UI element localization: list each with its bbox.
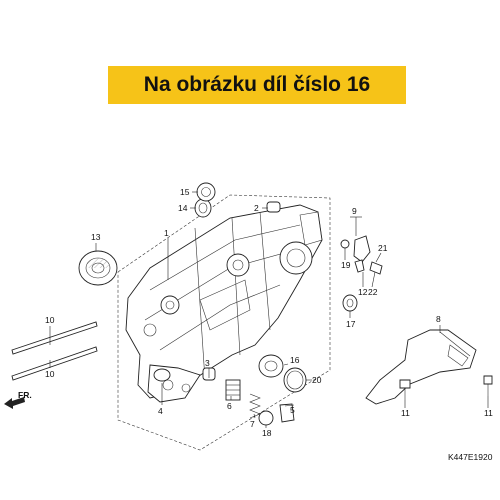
sensor-assembly	[340, 235, 383, 275]
callout-13: 13	[91, 232, 101, 242]
o-ring-20	[283, 367, 307, 393]
front-direction-indicator: FR.	[4, 390, 32, 409]
callout-11-left: 11	[401, 408, 410, 418]
callout-16: 16	[290, 355, 300, 365]
stud-bolts-10	[11, 321, 98, 381]
callout-1: 1	[164, 228, 169, 238]
highlight-banner: Na obrázku díl číslo 16	[108, 66, 406, 104]
callout-14: 14	[178, 203, 188, 213]
bearing-14	[194, 198, 212, 218]
bolt-11-left	[399, 379, 411, 400]
callout-10-upper: 10	[45, 315, 55, 325]
bearing-15	[196, 182, 216, 202]
callout-3: 3	[205, 358, 210, 368]
callout-19: 19	[341, 260, 351, 270]
callout-10-lower: 10	[45, 369, 55, 379]
banner-text: Na obrázku díl číslo 16	[143, 73, 371, 96]
direction-label: FR.	[18, 390, 32, 400]
callout-labels: 1 2 3 4 5 6 7 8 9 10 10 11 11 12 13 14 1…	[45, 187, 493, 438]
crankcase	[125, 204, 323, 403]
diagram-code: K447E1920	[448, 452, 493, 462]
drain-cap-5	[279, 403, 295, 423]
callout-6: 6	[227, 401, 232, 411]
callout-4: 4	[158, 406, 163, 416]
bearing-16	[258, 354, 284, 378]
bolt-11-right	[483, 375, 493, 396]
callout-5: 5	[290, 405, 295, 415]
callout-22: 22	[368, 287, 378, 297]
assembly-outline	[117, 194, 331, 451]
callout-8: 8	[436, 314, 441, 324]
dowel-2	[266, 201, 281, 213]
spring-7	[249, 393, 261, 419]
callout-2: 2	[254, 203, 259, 213]
o-ring-18	[258, 410, 274, 426]
arrow-left-icon	[4, 397, 25, 409]
bearing-13	[78, 250, 118, 286]
callout-9: 9	[352, 206, 357, 216]
callout-7: 7	[250, 419, 255, 429]
callout-17: 17	[346, 319, 356, 329]
collar-4	[153, 368, 171, 382]
callout-21: 21	[378, 243, 388, 253]
callout-20: 20	[312, 375, 322, 385]
callout-11-right: 11	[484, 408, 493, 418]
callout-18: 18	[262, 428, 272, 438]
oil-seal-17	[342, 294, 358, 312]
callout-15: 15	[180, 187, 190, 197]
filter-screen-6	[225, 379, 241, 401]
leader-lines	[49, 191, 489, 428]
bracket-8	[365, 329, 477, 405]
callout-12: 12	[358, 287, 368, 297]
